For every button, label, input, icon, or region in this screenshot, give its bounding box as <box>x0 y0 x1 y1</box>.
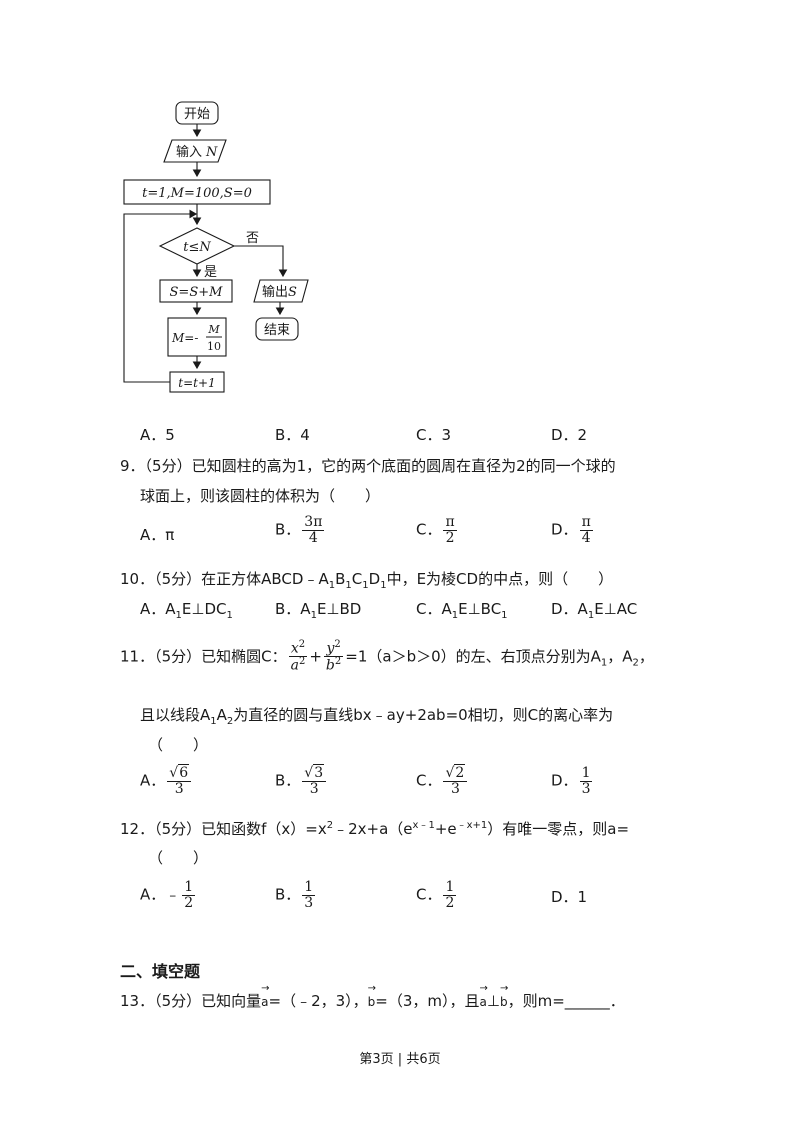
q9-option-b-label: B． <box>275 520 301 539</box>
m-step-prefix: M=- <box>171 331 198 345</box>
input-label: 输入 <box>176 144 202 160</box>
input-var: N <box>205 145 218 160</box>
start-label: 开始 <box>184 107 210 122</box>
end-label: 结束 <box>264 323 290 338</box>
init-box <box>123 179 271 205</box>
t-step-label: t=t+1 <box>178 376 215 390</box>
q10-option-a: A．A1E⊥DC1 <box>140 600 233 621</box>
end-terminal <box>255 317 299 341</box>
input-parallelogram <box>163 139 227 163</box>
m-step-num: M <box>207 323 220 336</box>
q10-option-d: D．A1E⊥AC <box>551 600 638 621</box>
sum-label: S=S+M <box>170 285 224 300</box>
page-footer: 第3页 | 共6页 <box>359 1052 441 1067</box>
q10-stem: 10．（5分）在正方体ABCD﹣A1B1C1D1中，E为棱CD的中点，则（ ） <box>120 570 614 591</box>
flowchart: 开始 输入 N t=1,M=100,S=0 t≤N 否 是 S=S+M M=- … <box>123 101 309 393</box>
q13-line: 13．（5分）已知向量→a=（﹣2，3），→b=（3，m），且→a⊥→b，则m=… <box>120 983 625 1010</box>
q12-line1: 12．（5分）已知函数f（x）=x2﹣2x+a（ex﹣1+e﹣x+1）有唯一零点… <box>120 820 630 838</box>
condition-label: t≤N <box>183 240 211 255</box>
q12-option-d: D．1 <box>551 888 588 906</box>
output-parallelogram <box>253 279 309 303</box>
output-label: 输出 <box>262 284 288 300</box>
no-label: 否 <box>246 231 259 246</box>
q8-option-b: B．4 <box>275 426 310 444</box>
q10-option-c: C．A1E⊥BC1 <box>416 600 508 621</box>
q8-option-d: D．2 <box>551 426 588 444</box>
q9-line2: 球面上，则该圆柱的体积为（ ） <box>140 487 381 505</box>
m-step-den: 10 <box>207 340 221 353</box>
q9-option-d-label: D． <box>551 520 578 539</box>
yes-label: 是 <box>204 265 217 280</box>
q9-option-a: A．π <box>140 526 175 544</box>
q11-line2: 且以线段A1A2为直径的圆与直线bx﹣ay+2ab=0相切，则C的离心率为 <box>140 706 614 727</box>
q9-option-c-label: C． <box>416 520 442 539</box>
q9-line1: 9．（5分）已知圆柱的高为1，它的两个底面的圆周在直径为2的同一个球的 <box>120 457 616 475</box>
init-label: t=1,M=100,S=0 <box>142 186 252 201</box>
q11-line3: （ ） <box>148 736 209 754</box>
q10-option-b: B．A1E⊥BD <box>275 600 362 621</box>
q8-option-c: C．3 <box>416 426 452 444</box>
section-heading: 二、填空题 <box>120 962 201 981</box>
sum-box <box>159 279 233 303</box>
output-var: S <box>288 285 297 300</box>
q12-line2: （ ） <box>148 849 209 867</box>
q8-option-a: A．5 <box>140 426 175 444</box>
